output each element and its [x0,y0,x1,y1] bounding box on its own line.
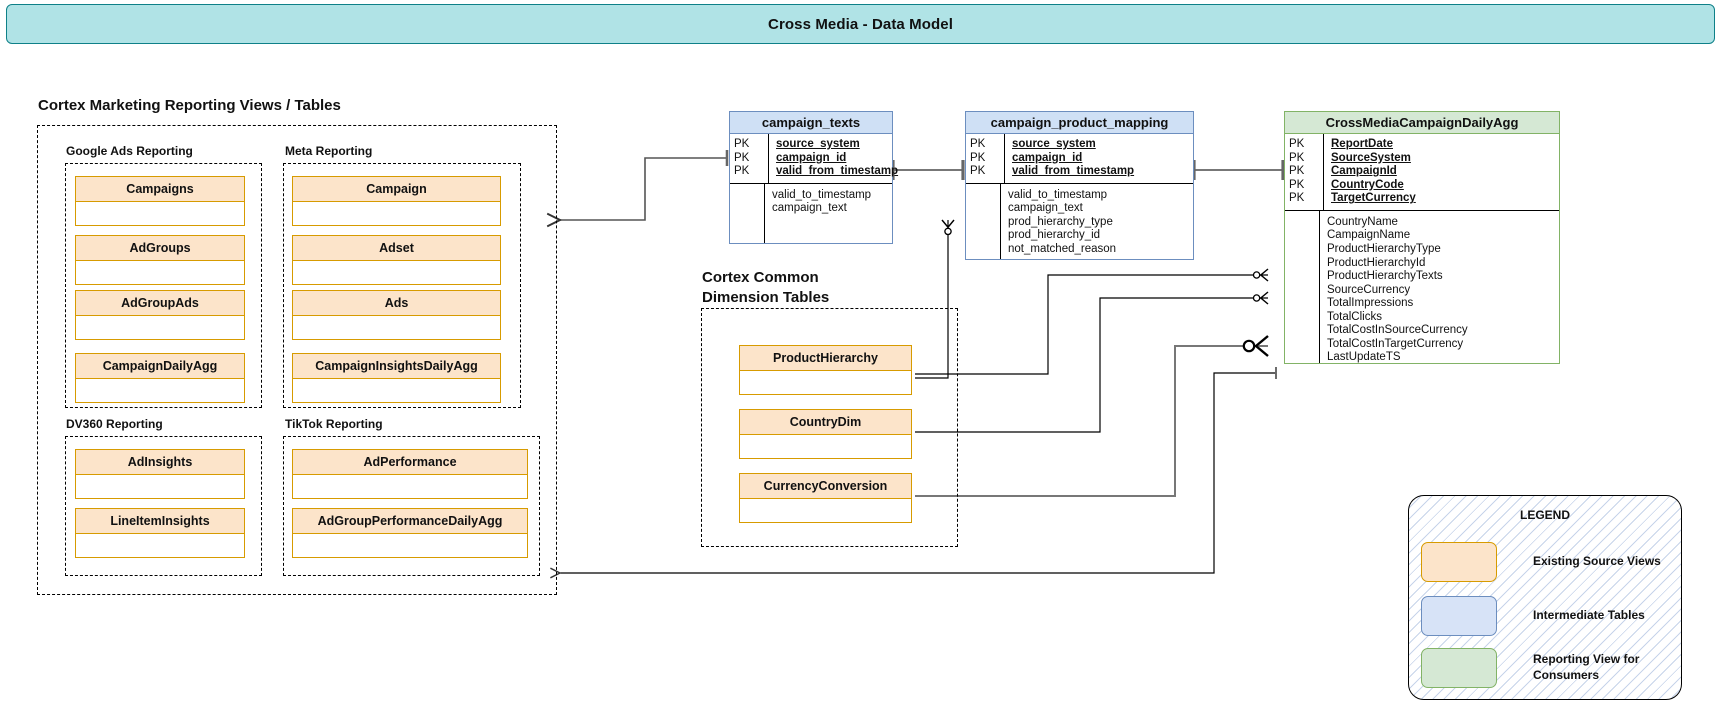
table-box-title: AdGroupAds [75,290,245,316]
table-box-adgroupperformancedailyagg[interactable]: AdGroupPerformanceDailyAgg [292,508,528,558]
group-box-dv360 [65,436,262,576]
table-box-lineiteminsights[interactable]: LineItemInsights [75,508,245,558]
table-box-title: AdGroups [75,235,245,261]
legend-title: LEGEND [1519,508,1570,522]
table-box-title: ProductHierarchy [739,345,912,371]
table-box-body [75,316,245,340]
legend-item-intermediate-tables: Intermediate Tables [1421,596,1645,636]
legend-label: Intermediate Tables [1533,608,1645,623]
table-box-campaign[interactable]: Campaign [292,176,501,226]
group-label-dv360: DV360 Reporting [66,417,163,431]
reporting-views-container [37,125,557,595]
er-table-campaign-texts[interactable]: campaign_texts PK PK PK source_system ca… [729,111,898,244]
er-attr-gutter [1285,210,1320,363]
table-box-title: Adset [292,235,501,261]
group-box-google-ads [65,163,262,408]
table-box-adset[interactable]: Adset [292,235,501,285]
dimension-tables-heading: Cortex Common Dimension Tables [702,269,830,307]
er-key-section: PK PK PK source_system campaign_id valid… [966,134,1193,184]
page-title: Cortex Marketing Reporting Views / Table… [38,97,341,114]
er-attr-names: valid_to_timestamp campaign_text prod_hi… [1008,188,1117,255]
table-box-body [292,316,501,340]
er-key-marks: PK PK PK [966,134,1005,183]
er-table-crossmedia-campaign-daily-agg[interactable]: CrossMediaCampaignDailyAgg PK PK PK PK P… [1284,111,1560,364]
er-table-body: PK PK PK PK PK ReportDate SourceSystem C… [1284,134,1560,364]
er-key-names: ReportDate SourceSystem CampaignId Count… [1331,138,1416,205]
legend-swatch-orange [1421,542,1497,582]
table-box-title: AdPerformance [292,449,528,475]
table-box-body [292,261,501,285]
diagram-title-banner: Cross Media - Data Model [6,4,1715,44]
er-key-names: source_system campaign_id valid_from_tim… [1012,138,1135,178]
er-attr-names: CountryName CampaignName ProductHierarch… [1327,215,1468,364]
table-box-body [75,202,245,226]
er-table-body: PK PK PK source_system campaign_id valid… [729,134,898,244]
table-box-adperformance[interactable]: AdPerformance [292,449,528,499]
table-box-title: Ads [292,290,501,316]
er-key-marks: PK PK PK [730,134,769,183]
table-box-body [292,379,501,403]
er-attr-names: valid_to_timestamp campaign_text [772,188,872,215]
group-box-tiktok [283,436,540,576]
table-box-body [292,202,501,226]
legend-label: Existing Source Views [1533,554,1661,569]
table-box-title: AdGroupPerformanceDailyAgg [292,508,528,534]
table-box-title: CurrencyConversion [739,473,912,499]
table-box-body [75,475,245,499]
legend-item-existing-source-views: Existing Source Views [1421,542,1661,582]
dimension-tables-container [701,308,958,547]
er-table-title: campaign_product_mapping [965,111,1194,134]
er-table-body: PK PK PK source_system campaign_id valid… [965,134,1194,260]
group-label-tiktok: TikTok Reporting [285,417,383,431]
table-box-title: LineItemInsights [75,508,245,534]
legend-label: Reporting View for Consumers [1533,652,1640,682]
table-box-body [739,435,912,459]
er-key-section: PK PK PK PK PK ReportDate SourceSystem C… [1285,134,1559,211]
table-box-producthierarchy[interactable]: ProductHierarchy [739,345,912,395]
er-key-names: source_system campaign_id valid_from_tim… [776,138,899,178]
table-box-body [75,261,245,285]
er-attr-gutter [966,183,1001,259]
table-box-currencyconversion[interactable]: CurrencyConversion [739,473,912,523]
table-box-body [75,534,245,558]
table-box-adgroupads[interactable]: AdGroupAds [75,290,245,340]
group-label-meta: Meta Reporting [285,144,373,158]
table-box-title: Campaigns [75,176,245,202]
table-box-countrydim[interactable]: CountryDim [739,409,912,459]
table-box-body [292,534,528,558]
er-attr-section: valid_to_timestamp campaign_text prod_hi… [966,183,1193,259]
er-table-title: CrossMediaCampaignDailyAgg [1284,111,1560,134]
table-box-title: CampaignInsightsDailyAgg [292,353,501,379]
legend-swatch-blue [1421,596,1497,636]
table-box-campaigns[interactable]: Campaigns [75,176,245,226]
table-box-adinsights[interactable]: AdInsights [75,449,245,499]
er-key-marks: PK PK PK PK PK [1285,134,1324,210]
group-label-google-ads: Google Ads Reporting [66,144,193,158]
table-box-body [739,371,912,395]
legend-item-reporting-view: Reporting View for Consumers [1421,648,1639,688]
table-box-title: Campaign [292,176,501,202]
table-box-body [292,475,528,499]
table-box-body [75,379,245,403]
diagram-title: Cross Media - Data Model [768,15,953,33]
er-attr-section: valid_to_timestamp campaign_text [730,183,892,243]
legend-panel: LEGEND Existing Source Views Intermediat… [1408,495,1682,700]
table-box-body [739,499,912,523]
er-table-title: campaign_texts [729,111,893,134]
table-box-title: AdInsights [75,449,245,475]
group-box-meta [283,163,521,408]
table-box-campaigninsightsdailyagg[interactable]: CampaignInsightsDailyAgg [292,353,501,403]
er-table-campaign-product-mapping[interactable]: campaign_product_mapping PK PK PK source… [965,111,1194,260]
er-attr-section: CountryName CampaignName ProductHierarch… [1285,210,1559,364]
legend-swatch-green [1421,648,1497,688]
er-attr-gutter [730,183,765,243]
table-box-title: CampaignDailyAgg [75,353,245,379]
table-box-title: CountryDim [739,409,912,435]
table-box-adgroups[interactable]: AdGroups [75,235,245,285]
table-box-campaigndailyagg[interactable]: CampaignDailyAgg [75,353,245,403]
table-box-ads[interactable]: Ads [292,290,501,340]
er-key-section: PK PK PK source_system campaign_id valid… [730,134,898,184]
